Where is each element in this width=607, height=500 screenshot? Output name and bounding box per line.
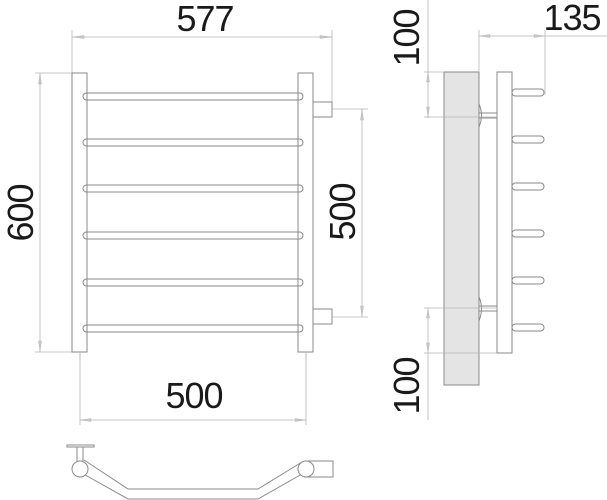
dimension-depth: 135 (478, 0, 607, 95)
rung-top-outline-outer (79, 471, 303, 500)
label-depth: 135 (543, 0, 600, 38)
side-post (496, 71, 513, 354)
left-post-section (71, 460, 89, 478)
label-top-offset: 100 (386, 9, 427, 66)
rung-3 (82, 184, 304, 193)
label-connection-distance: 500 (322, 183, 363, 240)
dimension-bottom-offset: 100 (386, 307, 497, 420)
rung-top-outline-inner (83, 459, 303, 490)
right-post-section (297, 460, 315, 478)
wall-section (443, 71, 480, 386)
label-post-spacing: 500 (165, 375, 222, 416)
bracket-top (478, 112, 498, 119)
top-view (66, 444, 334, 500)
side-rungs (511, 72, 545, 353)
label-bottom-offset: 100 (386, 357, 427, 414)
dimension-overall-width: 577 (71, 0, 333, 108)
side-view: 135 100 100 (386, 0, 607, 420)
rung-5 (82, 278, 304, 287)
label-overall-width: 577 (176, 0, 233, 39)
dimension-overall-height: 600 (0, 72, 72, 353)
dimension-post-spacing: 500 (79, 352, 307, 425)
rung-1 (82, 92, 304, 101)
connection-bottom (312, 308, 333, 325)
right-post (297, 72, 314, 353)
bracket-bottom-flange (478, 296, 482, 322)
rung-4 (82, 231, 304, 240)
dimension-connection-distance: 500 (322, 108, 368, 318)
rung-6 (82, 324, 304, 333)
connection-top (312, 101, 333, 118)
bracket-top-flange (478, 103, 482, 128)
dimension-top-offset: 100 (386, 0, 497, 118)
wall-bracket-stem (76, 446, 84, 463)
label-overall-height: 600 (0, 184, 41, 241)
rungs (82, 73, 304, 352)
left-post (71, 72, 88, 353)
rung-2 (82, 138, 304, 147)
bracket-bottom (478, 305, 498, 312)
front-view: 577 600 (0, 0, 368, 425)
